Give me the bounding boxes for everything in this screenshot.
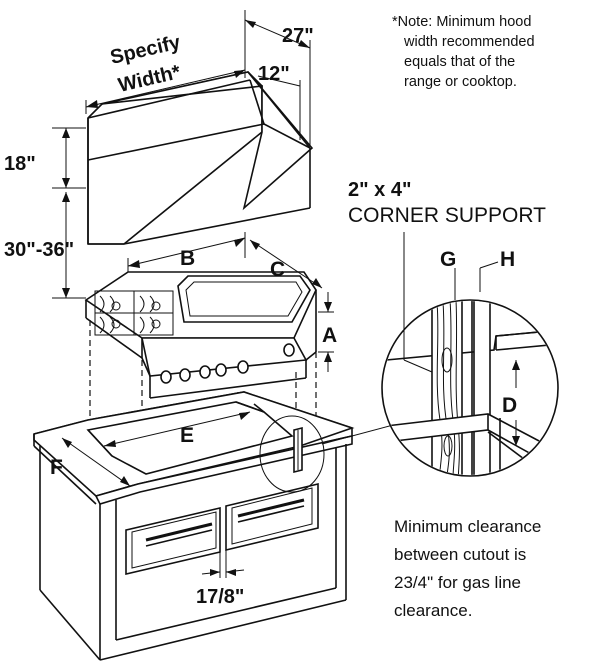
corner-support-title: CORNER SUPPORT [348, 204, 546, 227]
mount-height-dimension [52, 192, 86, 299]
label-c: C [270, 258, 285, 281]
height-30-36-label: 30"-36" [4, 239, 74, 261]
hood-height-dimension [52, 127, 86, 189]
corner-support-size: 2" x 4" [348, 179, 411, 201]
cutout-width-dimension [103, 411, 251, 447]
clearance-line-2: between cutout is [394, 545, 526, 564]
depth-27-label: 27" [282, 25, 314, 47]
note-line-3: equals that of the [404, 54, 515, 70]
base-cabinet [33, 391, 355, 661]
label-a: A [322, 324, 337, 347]
note-line-1: *Note: Minimum hood [392, 14, 531, 30]
note-line-2: width recommended [403, 34, 535, 50]
hood-depth-dimension [244, 10, 311, 146]
clearance-line-1: Minimum clearance [394, 517, 541, 536]
cooktop [84, 271, 317, 399]
range-hood [87, 71, 314, 245]
label-d: D [502, 394, 517, 417]
label-b: B [180, 247, 195, 270]
label-e: E [180, 424, 194, 447]
cooktop-width-dimension [127, 232, 246, 272]
drawer-spacing-label: 17/8" [196, 586, 244, 608]
cutout-depth-dimension [61, 437, 131, 487]
label-g: G [440, 248, 456, 271]
cooktop-depth-dimension [249, 239, 323, 289]
label-f: F [50, 456, 63, 479]
note-line-4: range or cooktop. [404, 74, 517, 90]
cooktop-height-dimension [318, 292, 334, 372]
clearance-line-4: clearance. [394, 601, 472, 620]
clearance-line-3: 23/4" for gas line [394, 573, 521, 592]
height-18-label: 18" [4, 153, 36, 175]
label-h: H [500, 248, 515, 271]
depth-12-label: 12" [258, 63, 290, 85]
